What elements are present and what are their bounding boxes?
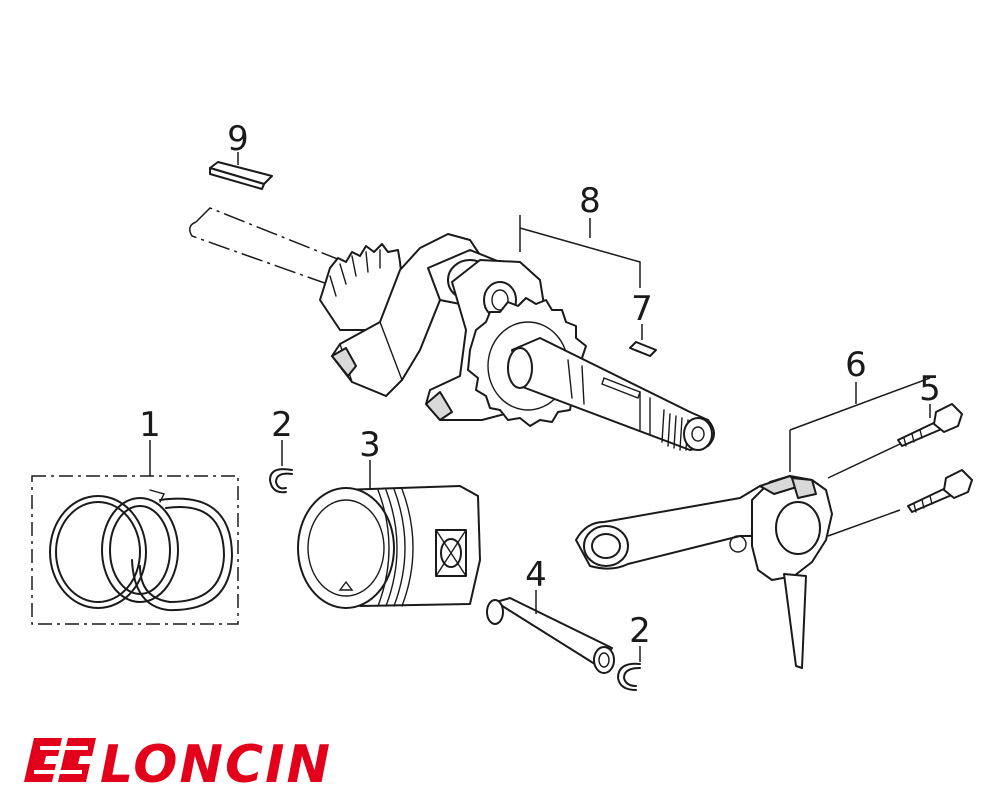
callout-number-3: 3 xyxy=(359,425,381,465)
brand-logo: LONCIN xyxy=(24,735,332,795)
callout-number-7: 7 xyxy=(631,289,653,329)
key-7-icon xyxy=(629,341,657,357)
callout-number-5: 5 xyxy=(919,369,941,409)
key-9-icon xyxy=(209,161,273,190)
circlip-icon xyxy=(269,468,293,494)
piston-icon xyxy=(297,485,481,609)
callout-number-2-upper: 2 xyxy=(271,405,293,445)
callout-number-9: 9 xyxy=(227,119,249,159)
callout-number-1: 1 xyxy=(139,405,161,445)
leader-8 xyxy=(519,215,641,288)
piston-pin-icon xyxy=(486,597,615,674)
callout-number-8: 8 xyxy=(579,181,601,221)
callout-number-4: 4 xyxy=(525,555,547,595)
circlip-icon xyxy=(617,662,641,691)
piston-ring-set-icon xyxy=(49,489,233,612)
callout-number-6: 6 xyxy=(845,345,867,385)
leader-6-bolts xyxy=(827,443,901,537)
leader-6 xyxy=(789,377,931,472)
bolt-icon xyxy=(907,469,973,513)
brand-mark-icon xyxy=(24,738,96,782)
crankshaft-icon xyxy=(189,207,715,451)
bolt-icon xyxy=(897,403,963,447)
ring-set-box xyxy=(31,475,239,625)
callout-number-2-lower: 2 xyxy=(629,611,651,651)
brand-name: LONCIN xyxy=(100,735,332,795)
connecting-rod-icon xyxy=(575,475,833,669)
